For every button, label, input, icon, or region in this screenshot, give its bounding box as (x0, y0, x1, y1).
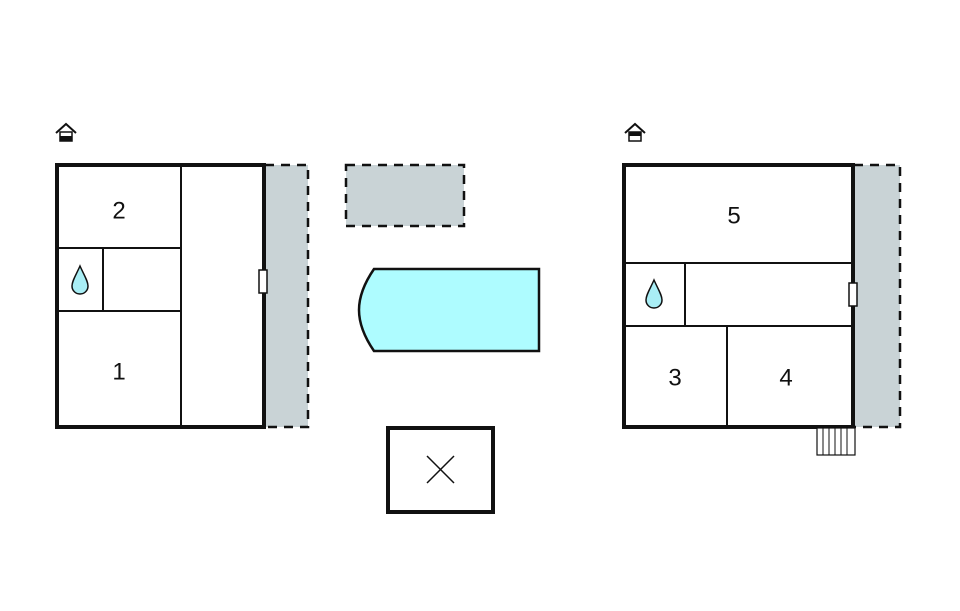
cross-icon (426, 455, 455, 484)
terrace-area (265, 165, 308, 427)
house-upper-floor-icon (624, 122, 646, 142)
house-ground-floor-icon (55, 122, 77, 142)
room-label-3: 3 (668, 365, 681, 392)
room-label-5: 5 (727, 203, 740, 230)
water-drop-icon (645, 278, 663, 309)
terrace-dashed-border (265, 163, 310, 429)
door (848, 282, 858, 307)
door (258, 269, 268, 294)
parking-area (344, 163, 466, 228)
room-label-1: 1 (112, 359, 125, 386)
upper-floor-plan: 5 3 4 (622, 122, 902, 456)
exterior-walls (55, 163, 266, 429)
pool (357, 267, 541, 353)
terrace-dashed-border (854, 163, 902, 429)
exterior-walls (622, 163, 855, 429)
ground-floor-plan: 2 1 (55, 122, 310, 429)
stairs-icon (816, 427, 856, 456)
room-label-2: 2 (112, 198, 125, 225)
terrace-area (854, 165, 900, 427)
site-features (344, 163, 541, 514)
room-label-4: 4 (779, 365, 792, 392)
water-drop-icon (71, 264, 89, 295)
